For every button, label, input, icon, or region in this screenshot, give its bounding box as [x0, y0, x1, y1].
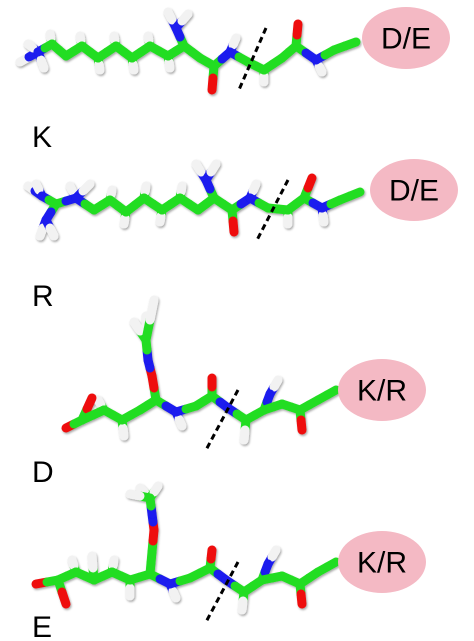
panel-e: K/R E	[31, 481, 426, 641]
bond-n-h-half-b	[269, 375, 283, 392]
arginine-molecule	[23, 159, 365, 241]
panel-r: D/E R	[23, 159, 458, 313]
bond-c-h-half-b	[135, 483, 150, 498]
partner-badge	[338, 359, 426, 421]
bond-n-h-half-b	[163, 7, 177, 25]
bond-n-h-half-b	[168, 586, 181, 603]
partner-badge-label: K/R	[357, 547, 407, 580]
partner-badge	[338, 531, 426, 593]
bond-c-c-half-b	[322, 557, 341, 572]
bond-n-h-half-b	[31, 179, 44, 195]
cleavage-line	[236, 27, 268, 93]
bond-c-n-half-b	[41, 207, 56, 225]
bond-c-o-half-b	[228, 216, 239, 237]
bond-c-n-half-b	[171, 23, 185, 42]
bond-n-h-half-b	[228, 33, 241, 50]
bond-c-h-half-b	[145, 295, 159, 325]
cleavage-line	[204, 561, 240, 623]
partner-badge	[362, 7, 450, 69]
bond-n-h-half-b	[177, 9, 193, 26]
partner-badge-label: D/E	[389, 175, 439, 208]
panel-label-r: R	[32, 280, 54, 313]
bond-c-h-half-b	[149, 481, 163, 497]
cleavage-line	[254, 179, 290, 243]
bond-n-c-half-b	[141, 335, 152, 355]
bond-c-h-half-b	[67, 555, 79, 571]
bond-c-o-half-b	[207, 73, 218, 95]
bond-n-c-half-b	[145, 493, 156, 511]
bond-c-h-half-b	[164, 57, 175, 73]
panel-label-e: E	[32, 611, 52, 641]
bond-c-c-half-b	[345, 187, 365, 201]
bond-n-h-half-b	[206, 159, 221, 177]
bond-c-h-half-b	[239, 425, 250, 445]
bond-c-h-half-b	[108, 555, 119, 571]
bond-c-h-half-b	[106, 185, 117, 200]
bond-c-c-half-b	[340, 37, 361, 51]
lysine-molecule	[15, 7, 361, 95]
bond-n-h-half-b	[45, 223, 59, 241]
glutamate-molecule	[31, 481, 341, 615]
bond-c-o-half-b	[206, 545, 217, 564]
bond-n-h-half-b	[191, 159, 206, 177]
aspartate-molecule	[61, 295, 341, 445]
bond-c-o-half-b	[57, 587, 71, 609]
bond-n-h-half-b	[23, 39, 38, 53]
bond-c-h-half-b	[87, 551, 98, 573]
bond-n-h-half-b	[174, 414, 187, 431]
bond-c-o-half-b	[82, 393, 97, 414]
bond-c-o-half-b	[296, 415, 307, 435]
partner-badge-label: D/E	[381, 23, 431, 56]
bond-c-o-half-b	[303, 173, 317, 193]
bond-c-h-half-b	[155, 211, 166, 227]
panel-d: K/R D	[32, 295, 426, 489]
bond-n-h-half-b	[314, 61, 327, 77]
bond-c-h-half-b	[45, 29, 56, 44]
panel-k: D/E K	[15, 7, 450, 154]
bond-c-h-half-b	[118, 423, 129, 441]
bond-c-h-half-b	[125, 489, 145, 501]
bond-c-h-half-b	[119, 213, 130, 229]
bond-n-h-half-b	[78, 179, 95, 196]
bond-c-h-half-b	[237, 596, 248, 615]
bond-c-h-half-b	[140, 181, 151, 197]
bond-c-h-half-b	[128, 59, 139, 75]
cleavage-line	[204, 389, 240, 451]
bond-c-n-half-b	[260, 559, 273, 577]
bond-n-h-half-b	[35, 223, 48, 241]
bond-c-o-half-b	[292, 19, 303, 40]
bond-c-h-half-b	[93, 395, 106, 410]
bond-c-h-half-b	[75, 31, 86, 46]
bond-n-h-half-b	[318, 210, 329, 227]
bond-c-h-half-b	[176, 181, 187, 197]
bond-c-o-half-b	[296, 589, 307, 609]
bond-c-n-half-b	[262, 389, 275, 407]
partner-badge-label: K/R	[357, 375, 407, 408]
panel-label-k: K	[32, 121, 52, 154]
partner-badge	[370, 159, 458, 221]
bond-n-h-half-b	[65, 181, 78, 197]
bond-n-h-half-b	[267, 545, 281, 562]
bond-n-h-half-b	[248, 179, 261, 196]
bond-c-n-half-b	[201, 175, 215, 194]
bond-c-h-half-b	[129, 317, 145, 336]
bond-c-h-half-b	[94, 59, 105, 75]
bond-c-c-half-b	[322, 385, 341, 400]
bond-c-h-half-b	[109, 31, 120, 46]
bond-c-h-half-b	[143, 31, 154, 46]
panel-label-d: D	[32, 456, 54, 489]
bond-n-h-half-b	[36, 55, 49, 73]
